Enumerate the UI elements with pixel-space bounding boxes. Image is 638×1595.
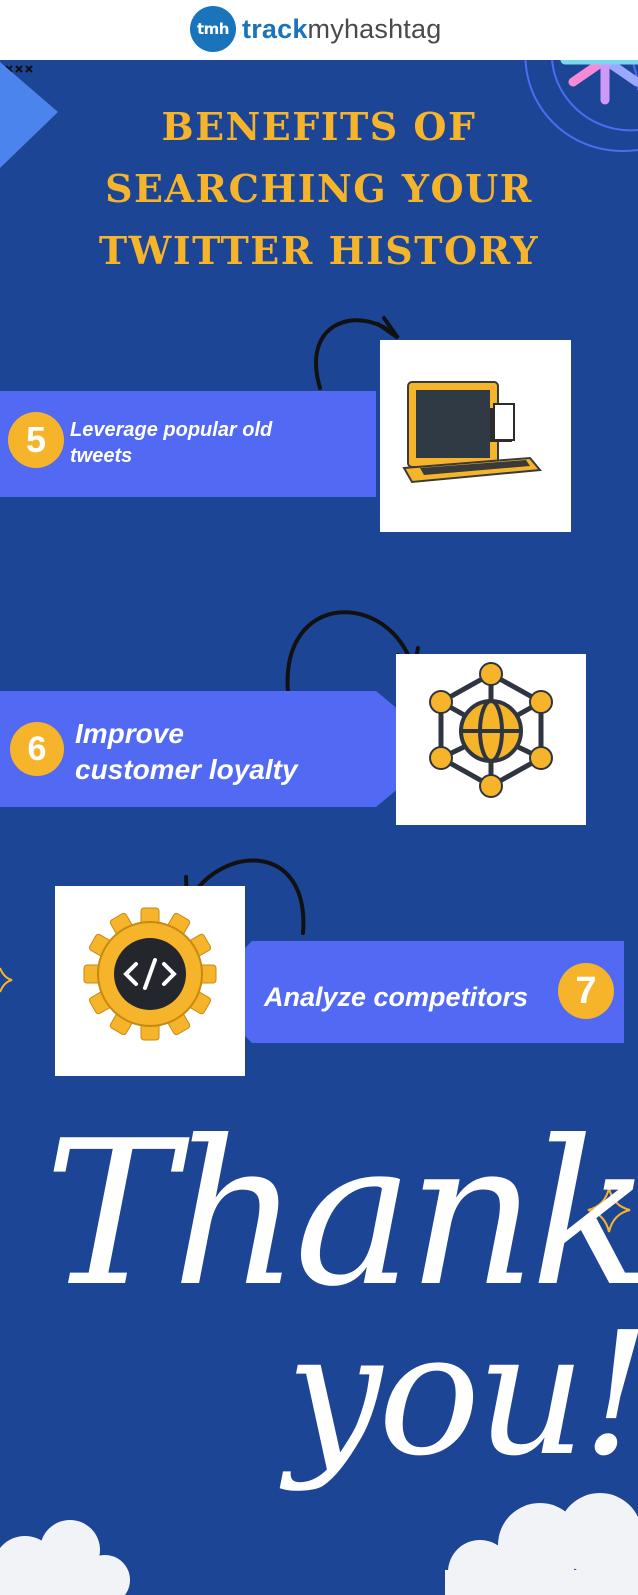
item-6-label: Improve customer loyalty bbox=[75, 716, 298, 788]
page-title: BENEFITS OF SEARCHING YOUR TWITTER HISTO… bbox=[0, 96, 638, 282]
laptop-icon bbox=[402, 381, 542, 484]
brand-logo[interactable]: tmh trackmyhashtag bbox=[190, 6, 441, 52]
header-bar: tmh trackmyhashtag bbox=[0, 0, 638, 60]
item-5-label-line-2: tweets bbox=[70, 445, 133, 467]
item-7-banner bbox=[244, 941, 624, 1043]
you-word: you! bbox=[286, 1296, 638, 1494]
sparkle-right-icon bbox=[587, 1187, 631, 1233]
item-6-image-card bbox=[396, 654, 586, 825]
item-6-label-line-1: Improve bbox=[75, 718, 184, 749]
curved-arrow-1-icon bbox=[314, 316, 400, 390]
item-6-number-badge: 6 bbox=[10, 722, 64, 776]
title-line-3: TWITTER HISTORY bbox=[98, 228, 540, 273]
item-5-number-badge: 5 bbox=[8, 412, 64, 468]
item-5-label: Leverage popular old tweets bbox=[70, 417, 272, 469]
title-line-1: BENEFITS OF bbox=[161, 104, 477, 149]
code-gear-icon bbox=[83, 907, 217, 1041]
thank-word: Thank bbox=[44, 1098, 638, 1331]
cloud-left-decoration bbox=[0, 1520, 130, 1595]
network-globe-icon bbox=[429, 662, 553, 798]
logo-wordmark: trackmyhashtag bbox=[242, 14, 441, 45]
item-7-number-badge: 7 bbox=[558, 963, 614, 1019]
item-7-label: Analyze competitors bbox=[264, 982, 529, 1012]
cloud-right-decoration bbox=[445, 1493, 638, 1595]
item-6-banner bbox=[0, 691, 400, 807]
item-7-image-card bbox=[55, 886, 245, 1076]
item-5-label-line-1: Leverage popular old bbox=[70, 419, 273, 441]
title-line-2: SEARCHING YOUR bbox=[105, 166, 533, 211]
logo-mark-icon: tmh bbox=[190, 6, 236, 52]
triangle-decoration bbox=[0, 62, 58, 168]
logo-word-track: track bbox=[242, 13, 308, 44]
item-6-label-line-2: customer loyalty bbox=[75, 754, 298, 785]
item-5-image-card bbox=[380, 340, 571, 532]
logo-word-rest: myhashtag bbox=[307, 13, 442, 44]
sparkle-left-icon bbox=[0, 967, 13, 993]
